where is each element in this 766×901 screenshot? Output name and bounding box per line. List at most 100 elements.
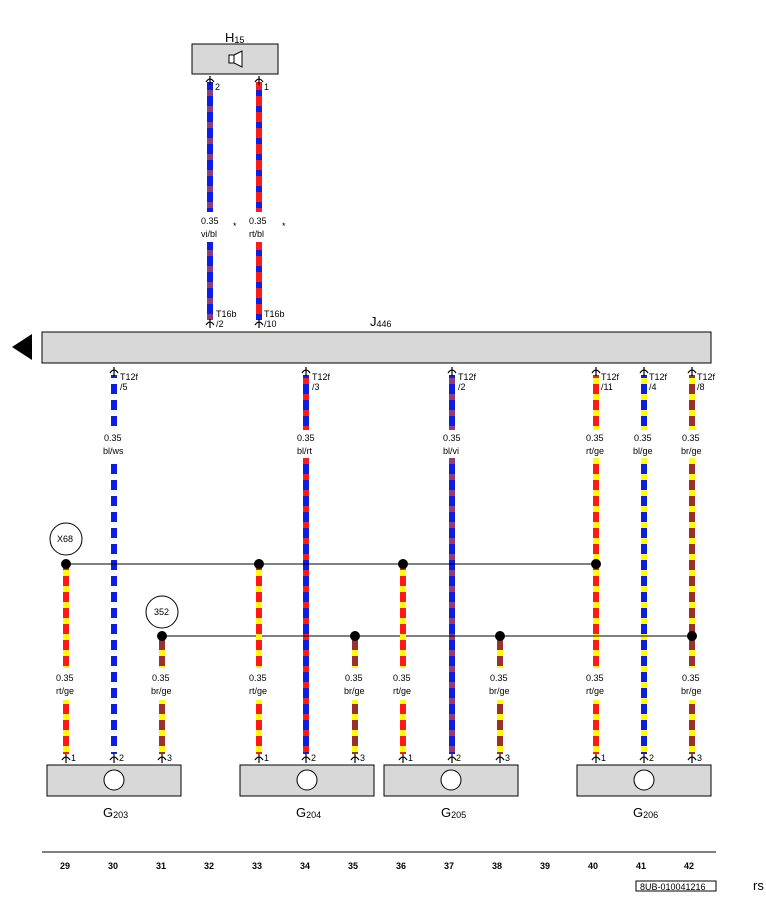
module-box <box>41 331 712 364</box>
connector-pin: /10 <box>264 319 277 329</box>
pin-marker-icon <box>447 367 457 376</box>
sensor-g204: G204 <box>239 764 375 820</box>
pin-number: 1 <box>264 753 269 763</box>
wire-size: 0.35 <box>634 433 652 443</box>
sensor-pin-labels: 1 2 3 1 2 3 1 2 3 1 2 3 <box>71 753 702 763</box>
wire-color: bl/vi <box>443 446 459 456</box>
wire-br-ge <box>689 700 695 754</box>
doc-id-box <box>635 880 717 892</box>
doc-id: 8UB-010041216 <box>640 882 706 892</box>
wire-color: rt/ge <box>56 686 74 696</box>
pin-marker-icon <box>109 367 119 376</box>
junction-dots <box>61 559 697 641</box>
junction-x68-circle <box>49 522 83 556</box>
pin-number: 1 <box>601 753 606 763</box>
wire-color: bl/ws <box>103 446 124 456</box>
speaker-wires: 2 1 0.35 vi/bl 0.35 rt/bl * * T16b /2 T1… <box>201 82 286 329</box>
dot-mark: * <box>233 221 237 231</box>
pin-marker-icon <box>301 367 311 376</box>
speaker-h15: H15 <box>191 30 279 75</box>
connector-pin: /11 <box>601 382 613 392</box>
footer-number: 39 <box>540 861 550 871</box>
pin-marker-icon <box>205 76 215 85</box>
pin-markers <box>61 76 697 763</box>
footer-number: 31 <box>156 861 166 871</box>
pin-number: 3 <box>505 753 510 763</box>
wire-size: 0.35 <box>490 673 508 683</box>
connector-pin: /3 <box>312 382 320 392</box>
wire-vi-bl-upper <box>207 82 213 212</box>
pin-marker-icon <box>447 754 457 763</box>
sensor-name: G203 <box>103 805 128 820</box>
wire-br-ge <box>352 636 358 668</box>
sensor-icon <box>633 769 655 791</box>
pin-marker-icon <box>254 76 264 85</box>
sensor-name: G204 <box>296 805 321 820</box>
sensor-g206: G206 <box>576 764 712 820</box>
footer-number: 29 <box>60 861 70 871</box>
wire-size: 0.35 <box>201 216 219 226</box>
wire-size: 0.35 <box>345 673 363 683</box>
footer-number: 42 <box>684 861 694 871</box>
connector-pin: /2 <box>458 382 466 392</box>
sensor-g205: G205 <box>383 764 519 820</box>
junction-352-circle <box>145 595 179 629</box>
junction-x68-label: X68 <box>57 534 73 544</box>
pin-number: 2 <box>311 753 316 763</box>
junction-dot <box>495 631 505 641</box>
sensor-name: G206 <box>633 805 658 820</box>
wire-rt-ge <box>593 700 599 754</box>
junction-dot <box>398 559 408 569</box>
wire-bl-rt-upper <box>303 375 309 430</box>
wire-color: vi/bl <box>201 229 217 239</box>
speaker-icon <box>228 50 243 68</box>
wire-color: br/ge <box>681 686 702 696</box>
sensor-wires: 0.35 rt/ge 0.35 br/ge 0.35 rt/ge 0.35 br… <box>56 564 702 754</box>
wire-bl-ws-upper <box>111 375 117 430</box>
wire-bl-ws-lower <box>111 458 117 754</box>
pin-number: 3 <box>360 753 365 763</box>
wire-rt-ge <box>256 700 262 754</box>
pin-marker-icon <box>205 319 215 328</box>
connector-pin: /2 <box>216 319 224 329</box>
pin-number: 2 <box>649 753 654 763</box>
connector-pin: /8 <box>697 382 705 392</box>
connector-label: T12f <box>697 372 716 382</box>
pin-marker-icon <box>495 754 505 763</box>
sensor-icon <box>440 769 462 791</box>
connector-label: T12f <box>649 372 668 382</box>
wire-bl-ge-upper <box>641 375 647 430</box>
junction-dot <box>157 631 167 641</box>
footer-number: 34 <box>300 861 310 871</box>
pin-number: 3 <box>167 753 172 763</box>
connector-label: T16b <box>264 309 285 319</box>
wire-size: 0.35 <box>249 673 267 683</box>
wire-color: rt/ge <box>393 686 411 696</box>
footer-number: 36 <box>396 861 406 871</box>
pin-marker-icon <box>109 754 119 763</box>
wire-size: 0.35 <box>297 433 315 443</box>
junction-dot <box>350 631 360 641</box>
arrow-left-icon <box>12 334 32 360</box>
footer-number: 37 <box>444 861 454 871</box>
connector-label: T12f <box>601 372 620 382</box>
footer-number: 38 <box>492 861 502 871</box>
speaker-name: H15 <box>225 30 244 45</box>
connector-pin: /5 <box>120 382 128 392</box>
wire-br-ge <box>497 700 503 754</box>
wire-br-ge <box>159 700 165 754</box>
wire-rt-ge <box>63 564 69 668</box>
module-name: J446 <box>370 314 392 329</box>
junction-dot <box>61 559 71 569</box>
wire-color: bl/ge <box>633 446 653 456</box>
wire-color: br/ge <box>151 686 172 696</box>
wire-color: bl/rt <box>297 446 313 456</box>
wire-rt-ge-upper <box>593 375 599 430</box>
wire-size: 0.35 <box>249 216 267 226</box>
sensor-icon <box>296 769 318 791</box>
junction-dot <box>254 559 264 569</box>
pin-marker-icon <box>254 319 264 328</box>
